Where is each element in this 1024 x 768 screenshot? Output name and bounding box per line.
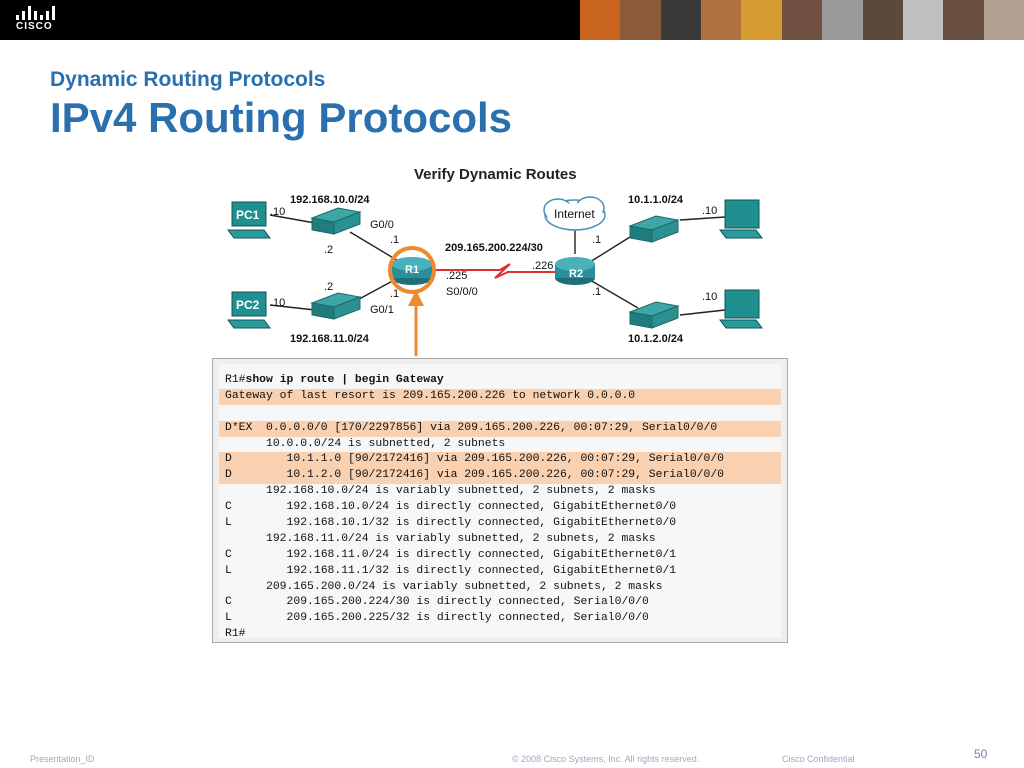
- sw1-addr: .2: [324, 244, 334, 256]
- cli-output-panel: R1#show ip route | begin Gateway Gateway…: [212, 358, 788, 643]
- pc-icon: [227, 291, 271, 329]
- pc1-label: PC1: [236, 208, 260, 222]
- r2-label: R2: [569, 268, 584, 280]
- net-label-r2-bottom: 10.1.2.0/24: [628, 333, 684, 345]
- cli-line: L 192.168.10.1/32 is directly connected,…: [225, 517, 677, 530]
- pc2-host-addr: .10: [270, 297, 286, 309]
- cli-line: 192.168.11.0/24 is variably subnetted, 2…: [225, 532, 656, 545]
- cli-line: R1#: [225, 628, 246, 641]
- footer-presentation-id: Presentation_ID: [30, 754, 95, 764]
- r1-g00-addr: .1: [390, 234, 400, 246]
- cli-line: 192.168.10.0/24 is variably subnetted, 2…: [225, 485, 656, 498]
- r2-bottom-addr: .1: [592, 286, 602, 298]
- pc-icon: [227, 201, 271, 239]
- cisco-bars-icon: [16, 6, 60, 20]
- r2-top-host-addr: .10: [702, 205, 718, 217]
- cli-command-line: R1#show ip route | begin Gateway: [219, 373, 781, 389]
- cli-output: R1#show ip route | begin Gateway Gateway…: [219, 364, 781, 640]
- cli-line: L 209.165.200.225/32 is directly connect…: [225, 612, 649, 625]
- cli-line: 10.0.0.0/24 is subnetted, 2 subnets: [225, 437, 506, 450]
- router-icon: [555, 257, 595, 285]
- cisco-logo-text: CISCO: [16, 21, 53, 32]
- cli-command: show ip route | begin Gateway: [245, 374, 444, 386]
- cli-line: 209.165.200.0/24 is variably subnetted, …: [225, 580, 663, 593]
- cli-line: D 10.1.1.0 [90/2172416] via 209.165.200.…: [219, 452, 781, 469]
- r1-g01-addr: .1: [390, 288, 400, 300]
- pc-icon: [719, 289, 763, 329]
- r1-g01-iface: G0/1: [370, 304, 394, 316]
- switch-icon: [628, 215, 680, 243]
- cisco-logo: CISCO: [14, 4, 74, 36]
- switch-icon: [310, 292, 362, 320]
- net-label-serial: 209.165.200.224/30: [445, 242, 543, 254]
- switch-icon: [628, 301, 680, 329]
- r1-serial-addr: .225: [446, 270, 468, 282]
- r1-g00-iface: G0/0: [370, 219, 394, 231]
- network-diagram: Verify Dynamic Routes PC1 PC2 R1 R2 Inte…: [220, 160, 800, 360]
- switch-icon: [310, 207, 362, 235]
- cli-line: L 192.168.11.1/32 is directly connected,…: [225, 564, 677, 577]
- r2-internet-addr: .1: [592, 234, 602, 246]
- cli-line: [219, 405, 781, 421]
- header-photo-strip: [580, 0, 1024, 40]
- r1-serial-iface: S0/0/0: [446, 286, 478, 298]
- r2-bottom-host-addr: .10: [702, 291, 718, 303]
- cli-line: Gateway of last resort is 209.165.200.22…: [219, 388, 781, 405]
- diagram-title: Verify Dynamic Routes: [414, 166, 577, 183]
- router-icon: [388, 246, 436, 294]
- r2-serial-addr: .226: [532, 260, 554, 272]
- slide-title: IPv4 Routing Protocols: [50, 94, 513, 141]
- footer-copyright: © 2008 Cisco Systems, Inc. All rights re…: [512, 754, 700, 764]
- net-label-pc1: 192.168.10.0/24: [290, 194, 370, 206]
- cli-line: C 209.165.200.224/30 is directly connect…: [225, 596, 649, 609]
- cli-line: D*EX 0.0.0.0/0 [170/2297856] via 209.165…: [219, 420, 781, 437]
- sw2-addr: .2: [324, 281, 334, 293]
- pc2-label: PC2: [236, 298, 260, 312]
- net-label-pc2: 192.168.11.0/24: [290, 333, 369, 345]
- page-number: 50: [974, 747, 988, 761]
- cli-prompt: R1#: [225, 374, 246, 386]
- slide-header: CISCO: [0, 0, 1024, 40]
- pc-icon: [719, 199, 763, 239]
- internet-cloud-icon: [543, 196, 606, 231]
- section-title: Dynamic Routing Protocols: [50, 68, 326, 91]
- internet-label: Internet: [554, 207, 595, 221]
- cli-line: C 192.168.11.0/24 is directly connected,…: [225, 548, 677, 561]
- net-label-r2-top: 10.1.1.0/24: [628, 194, 684, 206]
- serial-link: [425, 263, 560, 279]
- footer-confidential: Cisco Confidential: [782, 754, 855, 764]
- topology-graphic: [227, 196, 763, 356]
- r1-label: R1: [405, 264, 420, 276]
- cli-line: C 192.168.10.0/24 is directly connected,…: [225, 501, 677, 514]
- cli-line: D 10.1.2.0 [90/2172416] via 209.165.200.…: [219, 468, 781, 485]
- pc1-host-addr: .10: [270, 206, 286, 218]
